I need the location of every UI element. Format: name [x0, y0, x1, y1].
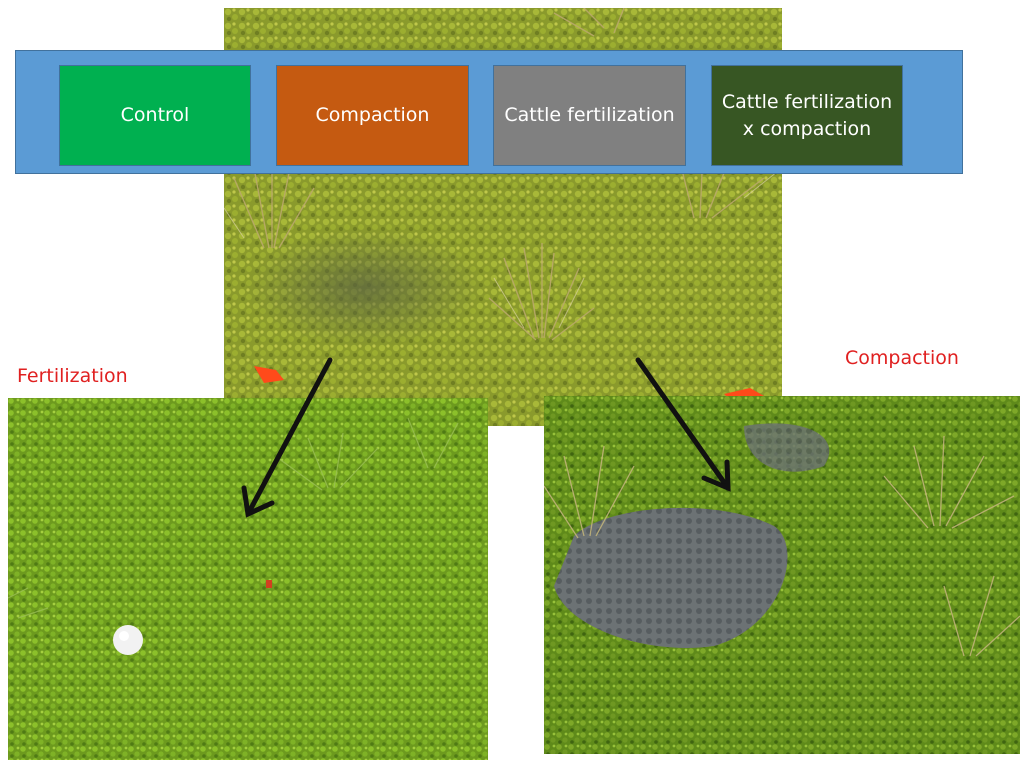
compaction-box: Compaction [276, 65, 469, 166]
cattle-fertilization-compaction-label-line2: x compaction [742, 117, 872, 140]
fertilization-plot-photo [8, 398, 488, 760]
cattle-fertilization-compaction-label-line1: Cattle fertilization [721, 90, 893, 113]
cattle-fertilization-box: Cattle fertilization [493, 65, 686, 166]
cattle-fertilization-label: Cattle fertilization [504, 104, 675, 126]
compaction-plot-photo [544, 396, 1020, 754]
cattle-fertilization-compaction-box: Cattle fertilization x compaction [711, 65, 903, 166]
treatment-legend-bar: Control Compaction Cattle fertilization … [15, 50, 963, 174]
compaction-caption: Compaction [845, 347, 959, 369]
control-box: Control [59, 65, 251, 166]
control-label: Control [120, 104, 190, 126]
fertilization-caption: Fertilization [17, 365, 128, 387]
compaction-label: Compaction [315, 104, 430, 126]
